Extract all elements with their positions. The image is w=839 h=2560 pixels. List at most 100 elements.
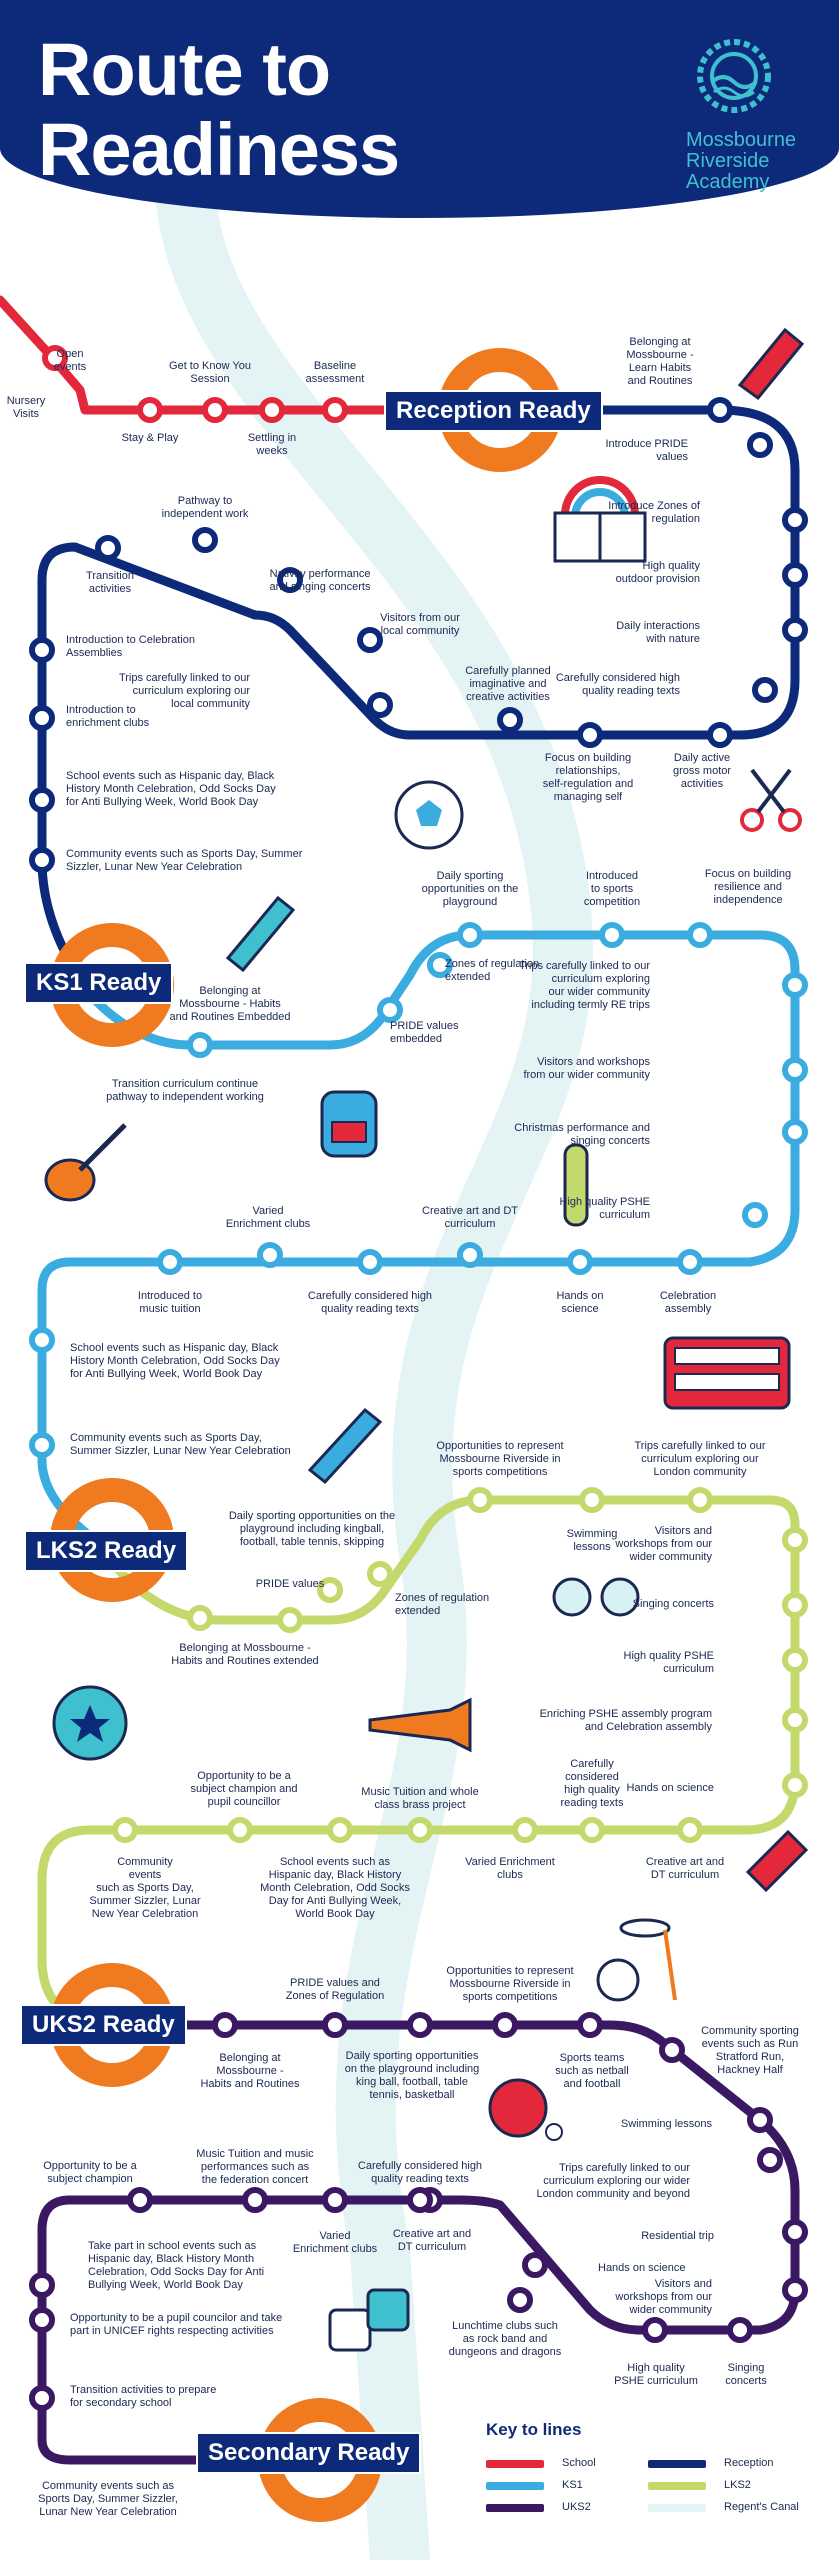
station-label-lks2: PRIDE values <box>255 1578 325 1590</box>
pen-icon <box>307 1407 383 1485</box>
key-label: UKS2 <box>562 2501 591 2513</box>
dice-icon <box>328 2288 410 2352</box>
station-label-lks2: Music Tuition and whole class brass proj… <box>361 1786 479 1811</box>
station-uks2 <box>492 2012 518 2038</box>
station-reception <box>707 397 733 423</box>
station-lks2 <box>187 1605 213 1631</box>
station-ks1 <box>427 952 453 978</box>
station-label-uks2: Belonging at Mossbourne - Habits and Rou… <box>200 2052 300 2090</box>
station-label-uks2: Community events such as Sports Day, Sum… <box>38 2480 178 2518</box>
station-label-ks1: Visitors and workshops from our wider co… <box>523 1056 650 1081</box>
station-lks2 <box>579 1817 605 1843</box>
station-reception <box>29 705 55 731</box>
station-uks2 <box>29 2272 55 2298</box>
station-label-lks2: Singing concerts <box>632 1598 714 1610</box>
station-label-uks2: Varied Enrichment clubs <box>292 2230 378 2255</box>
football-icon <box>394 780 464 850</box>
station-uks2 <box>127 2187 153 2213</box>
station-school <box>259 397 285 423</box>
station-label-reception: Daily active gross motor activities <box>672 752 732 790</box>
line-school <box>0 295 405 415</box>
station-uks2 <box>782 2219 808 2245</box>
station-label-reception: School events such as Hispanic day, Blac… <box>66 770 276 808</box>
rainbow-book-icon <box>553 476 647 563</box>
line-ks1 <box>37 930 800 1545</box>
key-label: Reception <box>724 2457 774 2469</box>
school-name: Mossbourne Riverside Academy <box>686 129 797 193</box>
station-label-uks2: Creative art and DT curriculum <box>392 2228 472 2253</box>
station-label-uks2: PRIDE values and Zones of Regulation <box>285 1977 385 2002</box>
station-reception <box>29 787 55 813</box>
station-uks2 <box>322 2012 348 2038</box>
station-label-school: Open events <box>53 348 87 373</box>
goggles-icon <box>552 1577 640 1617</box>
station-label-ks1: Celebration assembly <box>659 1290 717 1315</box>
station-label-school: Get to Know You Session <box>169 360 251 385</box>
station-label-lks2: Hands on science <box>626 1782 714 1794</box>
station-label-lks2: Visitors and workshops from our wider co… <box>615 1525 712 1563</box>
station-uks2 <box>29 2307 55 2333</box>
station-label-lks2: Opportunity to be a subject champion and… <box>190 1770 298 1808</box>
station-label-school: Baseline assessment <box>305 360 365 385</box>
station-label-uks2: Sports teams such as netball and footbal… <box>555 2052 629 2090</box>
station-uks2 <box>507 2287 533 2313</box>
station-label-lks2: Swimming lessons <box>566 1528 618 1553</box>
station-label-uks2: Daily sporting opportunities on the play… <box>344 2050 480 2101</box>
volleyball-icon <box>596 1958 640 2002</box>
bus-icon <box>663 1336 791 1410</box>
station-reception <box>707 722 733 748</box>
test-tube-icon <box>563 1143 589 1227</box>
station-reception <box>29 847 55 873</box>
station-label-reception: Transition activities <box>86 570 134 595</box>
station-school <box>322 397 348 423</box>
ping-pong-icon <box>488 2078 563 2141</box>
station-label-uks2: Community sporting events such as Run St… <box>701 2025 799 2076</box>
crayon-icon <box>737 327 805 401</box>
station-lks2 <box>407 1817 433 1843</box>
station-ks1 <box>29 1432 55 1458</box>
badge-lks2-ready: LKS2 Ready <box>24 1530 189 1572</box>
station-label-lks2: High quality PSHE curriculum <box>623 1650 715 1675</box>
trumpet-icon <box>368 1697 472 1753</box>
page-title: Route to Readiness <box>38 28 400 191</box>
station-ks1 <box>29 1327 55 1353</box>
station-lks2 <box>782 1647 808 1673</box>
station-lks2 <box>782 1592 808 1618</box>
station-uks2 <box>782 2277 808 2303</box>
station-label-reception: High quality outdoor provision <box>615 560 700 585</box>
station-label-uks2: Hands on science <box>598 2262 686 2274</box>
station-lks2 <box>782 1707 808 1733</box>
station-label-ks1: Community events such as Sports Day, Sum… <box>70 1432 291 1457</box>
station-label-ks1: Focus on building resilience and indepen… <box>704 868 792 906</box>
station-label-school: Stay & Play <box>121 432 179 444</box>
station-label-ks1: High quality PSHE curriculum <box>559 1196 651 1221</box>
station-lks2 <box>512 1817 538 1843</box>
station-label-reception: Trips carefully linked to our curriculum… <box>118 672 250 710</box>
station-lks2 <box>227 1817 253 1843</box>
station-lks2 <box>579 1487 605 1513</box>
station-label-reception: Introduction to enrichment clubs <box>66 704 150 729</box>
station-school <box>202 397 228 423</box>
station-label-ks1: Introduced to music tuition <box>137 1290 203 1315</box>
station-reception <box>752 677 778 703</box>
station-reception <box>95 535 121 561</box>
station-label-ks1: Varied Enrichment clubs <box>225 1205 311 1230</box>
gear-wave-icon <box>697 39 771 113</box>
station-lks2 <box>677 1817 703 1843</box>
station-reception <box>782 562 808 588</box>
station-reception <box>497 707 523 733</box>
station-label-uks2: Opportunity to be a subject champion <box>43 2160 137 2185</box>
station-label-school: Nursery Visits <box>6 395 46 420</box>
station-uks2 <box>322 2187 348 2213</box>
station-lks2 <box>327 1817 353 1843</box>
badge-uks2-ready: UKS2 Ready <box>20 2004 187 2046</box>
badge-reception-ready: Reception Ready <box>384 390 603 432</box>
station-uks2 <box>659 2037 685 2063</box>
station-ks1 <box>257 1242 283 1268</box>
station-label-uks2: Opportunity to be a pupil councilor and … <box>70 2312 283 2337</box>
key-label: LKS2 <box>724 2479 751 2491</box>
station-label-reception: Nativity performance and singing concert… <box>269 568 371 593</box>
station-label-ks1: School events such as Hispanic day, Blac… <box>70 1342 280 1380</box>
backpack-icon <box>320 1090 378 1158</box>
